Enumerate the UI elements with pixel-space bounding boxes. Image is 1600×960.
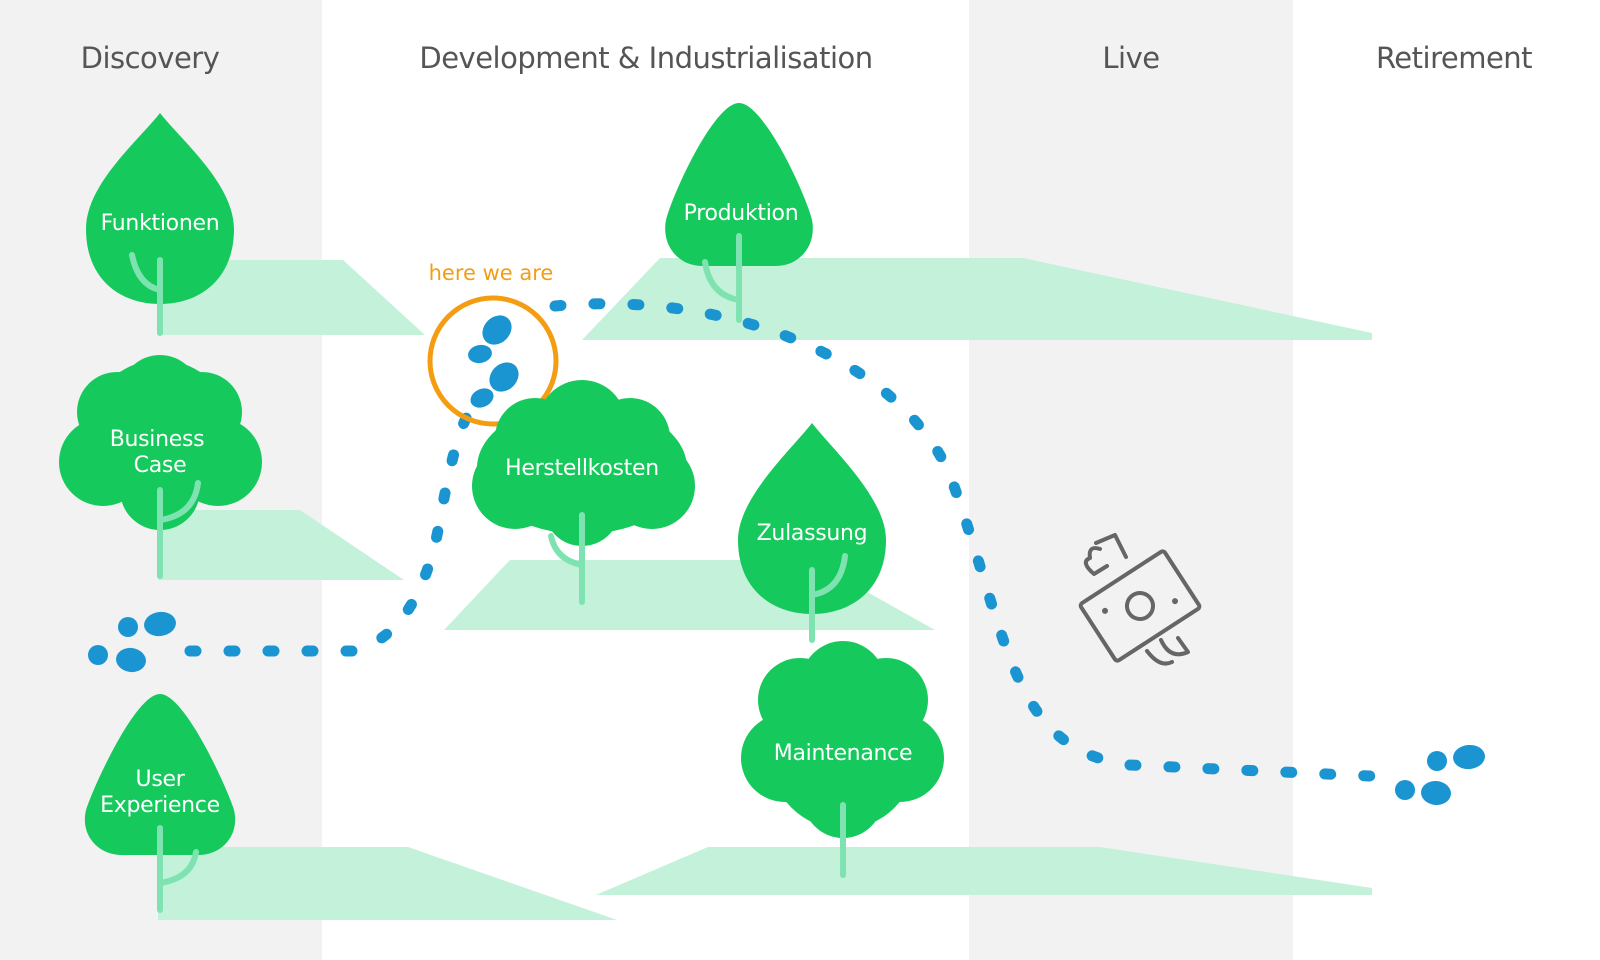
journey-path <box>184 298 1376 782</box>
tree-produktion: Produktion <box>665 103 813 323</box>
lane-retirement <box>1293 0 1600 960</box>
tree-user-experience: User Experience <box>84 694 236 913</box>
tree-label-maintenance: Maintenance <box>774 741 912 766</box>
dotted-path-start <box>184 409 474 657</box>
ground-user-experience <box>158 847 617 920</box>
tree-trunk <box>548 512 585 605</box>
phase-title-discovery: Discovery <box>81 41 220 75</box>
ground-business-case <box>158 510 404 580</box>
tree-label-business: Business <box>110 427 205 452</box>
lane-live <box>969 0 1293 960</box>
tree-crown <box>738 423 886 614</box>
money-bill-with-wings-icon <box>1078 533 1202 666</box>
current-position-marker: here we are <box>427 261 559 427</box>
tree-crown <box>665 103 813 266</box>
footprints-start-icon <box>88 611 176 673</box>
tree-crown <box>741 641 944 838</box>
tree-crown <box>86 113 234 304</box>
phase-headings: Discovery Development & Industrialisatio… <box>81 41 1533 75</box>
tree-label-zulassung: Zulassung <box>757 521 868 546</box>
marker-footprints-icon <box>468 315 519 408</box>
dotted-path-main <box>549 298 1376 782</box>
tree-label-funktionen: Funktionen <box>101 211 220 236</box>
tree-crown <box>472 380 695 546</box>
tree-zulassung: Zulassung <box>738 423 886 643</box>
tree-trunk <box>129 252 163 336</box>
ground-funktionen <box>158 260 425 335</box>
tree-trunk <box>157 480 201 579</box>
tree-crown <box>84 694 236 855</box>
tree-label-produktion: Produktion <box>684 201 799 226</box>
phase-title-live: Live <box>1102 41 1159 75</box>
trees: Funktionen Business Case User Experience <box>59 103 944 913</box>
tree-trunk <box>702 233 742 323</box>
tree-business-case: Business Case <box>59 355 262 579</box>
footprints-end-icon <box>1395 744 1485 806</box>
tree-maintenance: Maintenance <box>741 641 944 878</box>
phase-title-retirement: Retirement <box>1376 41 1532 75</box>
tree-trunk <box>809 553 848 643</box>
phase-title-development: Development & Industrialisation <box>419 41 872 75</box>
tree-label-herstellkosten: Herstellkosten <box>505 456 659 481</box>
tree-trunk <box>157 825 199 913</box>
ground-produktion <box>582 258 1372 340</box>
tree-funktionen: Funktionen <box>86 113 234 336</box>
marker-label: here we are <box>429 261 554 285</box>
tree-herstellkosten: Herstellkosten <box>472 380 695 605</box>
tree-label-user: User <box>136 767 186 792</box>
tree-label-experience: Experience <box>100 793 220 818</box>
tree-label-case: Case <box>134 453 187 478</box>
marker-ring <box>427 295 559 427</box>
ground-maintenance <box>596 847 1372 895</box>
